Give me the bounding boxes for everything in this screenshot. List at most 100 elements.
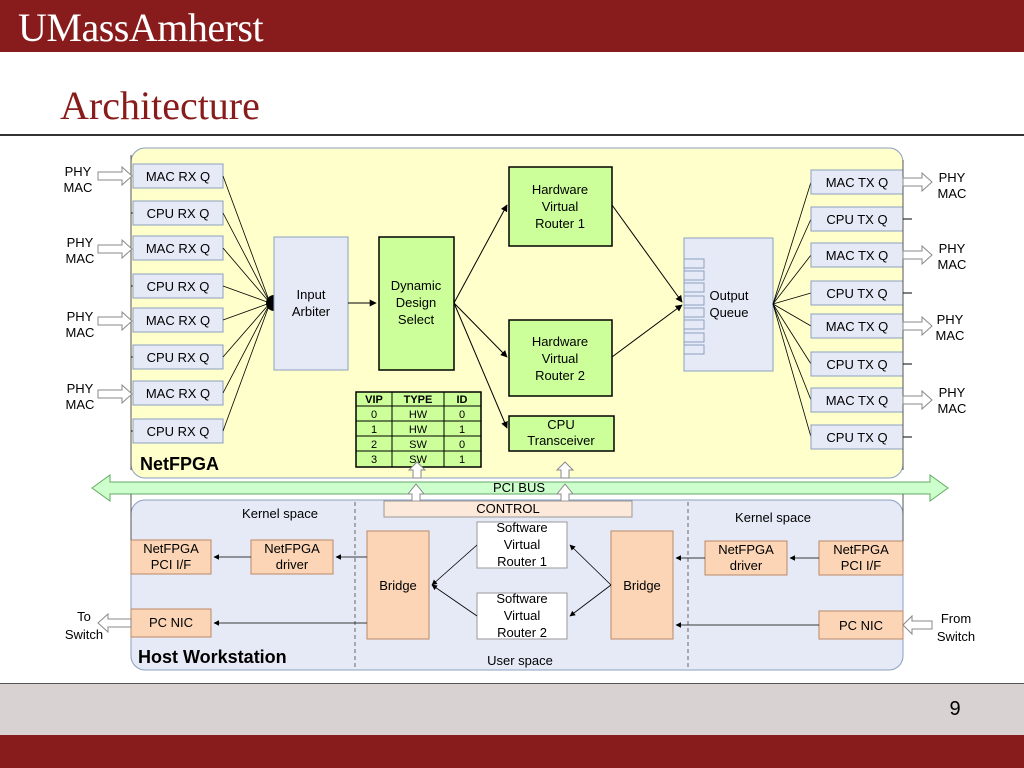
- cpu-rx-q-1: [132, 200, 224, 226]
- cpu-tx-q-label-4: CPU TX Q: [826, 430, 887, 445]
- to-switch-arrow: [97, 612, 132, 634]
- vip-cell: 3: [371, 454, 377, 466]
- vip-cell: 1: [371, 424, 377, 436]
- id-cell: 0: [459, 409, 465, 421]
- control-bar: [383, 500, 633, 518]
- mac-tx-q-label-4: MAC TX Q: [826, 393, 889, 408]
- pci-bus-label: PCI BUS: [493, 480, 545, 495]
- netfpga-pci-if-right: [818, 540, 904, 576]
- slide-title: Architecture: [60, 83, 260, 128]
- mac-rx-q-label-2: MAC RX Q: [146, 241, 210, 256]
- cpu-tx-q-3: [810, 351, 904, 377]
- phy-output-arrow-2: [902, 244, 933, 266]
- type-cell: HW: [409, 424, 428, 436]
- phy-input-arrow-2: [97, 238, 133, 260]
- phy-output-arrow-3: [902, 315, 933, 337]
- mac-tx-q-4: [810, 387, 904, 413]
- phy-output-arrow-4: [902, 389, 933, 411]
- cpu-rx-q-3: [132, 344, 224, 370]
- type-header: TYPE: [404, 394, 433, 406]
- netfpga-pci-if-left: [130, 539, 212, 575]
- mac-tx-q-3: [810, 313, 904, 339]
- mac-rx-q-label-4: MAC RX Q: [146, 386, 210, 401]
- hardware-virtual-router-1: [508, 166, 613, 247]
- id-cell: 1: [459, 454, 465, 466]
- type-cell: SW: [409, 439, 427, 451]
- bridge-left-label: Bridge: [379, 578, 417, 593]
- vip-cell: 2: [371, 439, 377, 451]
- host-workstation-label: Host Workstation: [138, 647, 287, 667]
- umass-logo: UMassAmherst: [18, 5, 264, 50]
- header-bar: UMassAmherst: [0, 0, 1024, 52]
- cpu-rx-q-label-3: CPU RX Q: [147, 350, 210, 365]
- cpu-rx-q-4: [132, 418, 224, 444]
- cpu-rx-q-label-4: CPU RX Q: [147, 424, 210, 439]
- mac-rx-q-label-3: MAC RX Q: [146, 313, 210, 328]
- phy-input-arrow-3: [97, 310, 133, 332]
- software-virtual-router-2: [476, 592, 568, 640]
- netfpga-driver-right: [704, 540, 788, 576]
- mac-rx-q-1: [132, 163, 224, 189]
- mac-tx-q-label-1: MAC TX Q: [826, 175, 889, 190]
- phy-input-arrow-1: [97, 165, 133, 187]
- cpu-rx-q-2: [132, 273, 224, 299]
- arbiter-join-dot: [266, 295, 274, 311]
- mac-tx-q-label-3: MAC TX Q: [826, 319, 889, 334]
- vip-header: VIP: [365, 394, 383, 406]
- mac-tx-q-label-2: MAC TX Q: [826, 248, 889, 263]
- page-number: 9: [949, 698, 961, 720]
- id-cell: 1: [459, 424, 465, 436]
- cpu-tx-q-label-2: CPU TX Q: [826, 286, 887, 301]
- pc-nic-left-label: PC NIC: [149, 615, 193, 630]
- phy-output-arrow-1: [902, 171, 933, 193]
- bottom-bar: [0, 735, 1024, 768]
- pci-bus-arrow: [91, 474, 949, 502]
- cpu-tx-q-4: [810, 424, 904, 450]
- id-cell: 0: [459, 439, 465, 451]
- control-label: CONTROL: [476, 501, 540, 516]
- vip-cell: 0: [371, 409, 377, 421]
- cpu-transceiver-box: [508, 415, 615, 452]
- mac-rx-q-3: [132, 307, 224, 333]
- bridge-right: [610, 530, 674, 640]
- kernel-space-right-label: Kernel space: [735, 510, 811, 525]
- cpu-tx-q-label-1: CPU TX Q: [826, 212, 887, 227]
- hardware-virtual-router-2: [508, 319, 613, 397]
- cpu-rx-q-label-2: CPU RX Q: [147, 279, 210, 294]
- bridge-right-label: Bridge: [623, 578, 661, 593]
- footer-bar: [0, 683, 1024, 735]
- software-virtual-router-1: [476, 521, 568, 569]
- mac-rx-q-4: [132, 380, 224, 406]
- pc-nic-right-label: PC NIC: [839, 618, 883, 633]
- type-cell: HW: [409, 409, 428, 421]
- from-switch-arrow: [902, 614, 933, 636]
- mac-rx-q-label-1: MAC RX Q: [146, 169, 210, 184]
- bridge-left: [366, 530, 430, 640]
- netfpga-label: NetFPGA: [140, 454, 219, 474]
- id-header: ID: [457, 394, 468, 406]
- cpu-rx-q-label-1: CPU RX Q: [147, 206, 210, 221]
- pc-nic-right: [818, 610, 904, 640]
- user-space-label: User space: [487, 653, 553, 668]
